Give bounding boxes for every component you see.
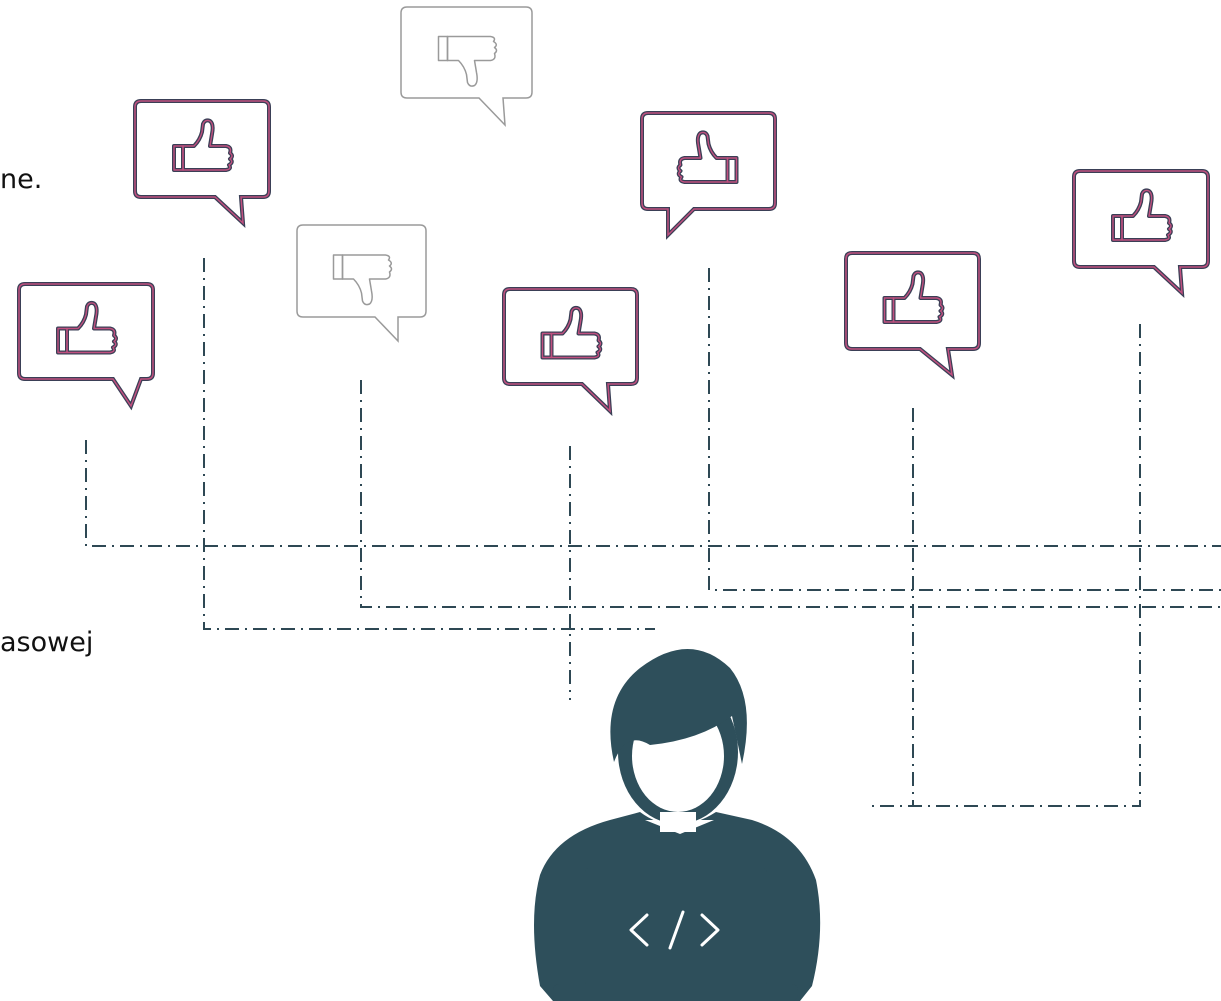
speech-bubble-inner-outline bbox=[641, 112, 776, 237]
speech-bubble-inner-outline bbox=[503, 288, 638, 413]
connector-line bbox=[708, 268, 1221, 591]
thumbs-up-bubble bbox=[844, 251, 981, 380]
speech-bubble-icon bbox=[844, 251, 981, 380]
speech-bubble-icon bbox=[133, 99, 271, 228]
connector-lines bbox=[85, 258, 1221, 807]
thumbs-up-bubble bbox=[640, 111, 777, 240]
cropped-text-fragment: ne. bbox=[0, 164, 43, 195]
thumbs-up-bubble bbox=[133, 99, 271, 228]
speech-bubble-inner-outline bbox=[134, 100, 270, 225]
speech-bubble-inner-outline bbox=[1073, 170, 1209, 295]
connector-line bbox=[360, 380, 1221, 608]
cropped-text-fragment: asowej bbox=[0, 627, 94, 658]
connector-line bbox=[85, 440, 1221, 547]
speech-bubble-icon bbox=[400, 6, 533, 128]
speech-bubble-icon bbox=[640, 111, 777, 240]
thumbs-up-bubble bbox=[17, 282, 155, 411]
speech-bubble-inner-outline bbox=[18, 283, 154, 408]
thumbs-up-bubble bbox=[1072, 169, 1210, 298]
speech-bubble-icon bbox=[502, 287, 639, 417]
thumbs-down-bubble bbox=[296, 224, 427, 343]
speech-bubble-icon bbox=[17, 282, 155, 411]
thumbs-up-bubble bbox=[502, 287, 639, 417]
speech-bubble-icon bbox=[296, 224, 427, 343]
developer-icon bbox=[534, 649, 821, 1001]
speech-bubble-inner-outline bbox=[845, 252, 980, 377]
feedback-bubbles bbox=[17, 6, 1210, 417]
connector-line bbox=[203, 258, 655, 630]
thumbs-down-bubble bbox=[400, 6, 533, 128]
connector-line bbox=[872, 324, 1141, 807]
code-icon bbox=[629, 910, 720, 950]
speech-bubble-icon bbox=[1072, 169, 1210, 298]
